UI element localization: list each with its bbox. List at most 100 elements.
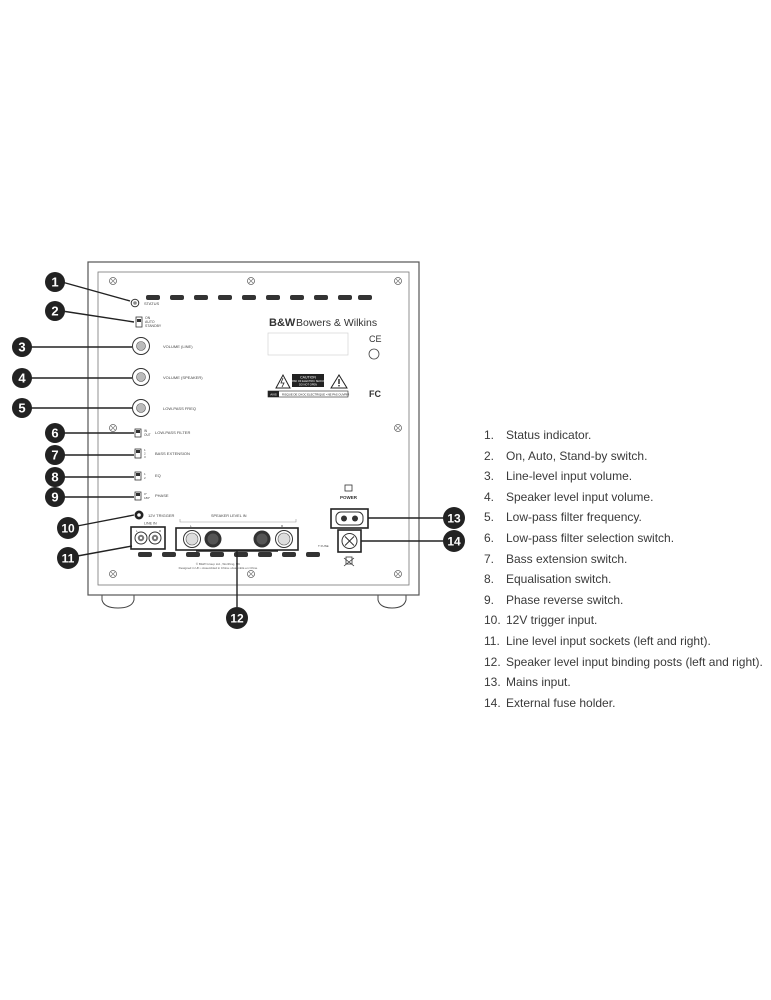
svg-text:1: 1: [144, 448, 146, 452]
trigger-jack[interactable]: [134, 510, 144, 520]
serial-label-area: [267, 332, 349, 356]
line-in-label: LINE IN: [144, 522, 157, 526]
svg-text:9: 9: [51, 490, 58, 505]
svg-text:IN: IN: [144, 429, 148, 433]
svg-text:5: 5: [18, 401, 25, 416]
callout-6: 6: [45, 423, 65, 443]
weee-bin-icon: [343, 556, 355, 567]
svg-text:12: 12: [230, 612, 244, 626]
caution-warning: CAUTION RISK OF ELECTRIC SHOCK DO NOT OP…: [267, 373, 349, 398]
legend-item: 2.On, Auto, Stand-by switch.: [484, 448, 648, 463]
right-foot: [377, 594, 407, 609]
line-in-right-socket[interactable]: [148, 531, 162, 545]
callout-4: 4: [12, 368, 32, 388]
screw-crosses: [110, 278, 401, 577]
legend-item: 4.Speaker level input volume.: [484, 489, 654, 504]
speaker-left-negative-post[interactable]: [204, 530, 222, 548]
svg-text:R: R: [281, 524, 284, 528]
lowpass-freq-knob[interactable]: [132, 399, 150, 417]
callout-10: 10: [57, 517, 79, 539]
callout-3: 3: [12, 337, 32, 357]
left-foot: [101, 594, 135, 609]
speaker-right-negative-post[interactable]: [253, 530, 271, 548]
svg-text:DO NOT OPEN: DO NOT OPEN: [299, 383, 317, 387]
power-label: POWER: [340, 495, 358, 500]
footer-line-2: Designed in UK • Assembled in China • As…: [179, 566, 258, 570]
svg-text:2: 2: [51, 304, 58, 319]
callout-5: 5: [12, 398, 32, 418]
lowpass-filter-label: LOW-PASS FILTER: [155, 430, 190, 435]
callout-8: 8: [45, 467, 65, 487]
speaker-left-positive-post[interactable]: [183, 530, 201, 548]
legend-item: 7.Bass extension switch.: [484, 551, 628, 566]
legend-item: 6.Low-pass filter selection switch.: [484, 530, 675, 545]
amplifier-plate: [97, 271, 410, 586]
switch-label-auto: AUTO: [145, 320, 155, 324]
svg-text:1: 1: [51, 275, 58, 290]
legend-item: 10.12V trigger input.: [484, 613, 598, 628]
csa-mark-icon: [368, 348, 380, 360]
ce-mark: CE: [369, 334, 382, 344]
features-legend: 1.Status indicator. 2.On, Auto, Stand-by…: [484, 425, 763, 713]
callout-11: 11: [57, 547, 79, 569]
callout-1: 1: [45, 272, 65, 292]
svg-text:2: 2: [144, 476, 146, 480]
svg-text:6: 6: [51, 426, 58, 441]
switch-label-on: ON: [145, 316, 151, 320]
speaker-level-label: SPEAKER LEVEL IN: [211, 514, 247, 518]
legend-item: 14.External fuse holder.: [484, 695, 616, 710]
volume-line-knob[interactable]: [132, 337, 150, 355]
callout-7: 7: [45, 445, 65, 465]
callout-12: 12: [226, 607, 248, 629]
volume-speaker-knob[interactable]: [132, 368, 150, 386]
legend-item: 1.Status indicator.: [484, 428, 592, 442]
callout-2: 2: [45, 301, 65, 321]
line-in-box: [130, 526, 166, 550]
svg-text:CAUTION: CAUTION: [300, 376, 316, 380]
mains-inlet[interactable]: [335, 511, 364, 526]
volume-speaker-label: VOLUME (SPEAKER): [163, 375, 203, 380]
power-symbol-icon: [344, 484, 353, 492]
svg-text:AVIS: AVIS: [270, 393, 277, 397]
callout-13: 13: [443, 507, 465, 529]
svg-text:OUT: OUT: [144, 433, 151, 437]
phase-switch[interactable]: [134, 491, 142, 501]
legend-item: 9.Phase reverse switch.: [484, 592, 624, 607]
callout-9: 9: [45, 487, 65, 507]
svg-text:R: R: [159, 529, 162, 533]
svg-text:10: 10: [61, 522, 75, 536]
svg-text:11: 11: [62, 552, 75, 566]
svg-text:8: 8: [51, 470, 58, 485]
fcc-mark: FC: [369, 389, 381, 399]
svg-text:3: 3: [144, 455, 146, 459]
svg-text:13: 13: [447, 512, 461, 526]
legend-item: 13.Mains input.: [484, 675, 571, 690]
svg-text:RISK OF ELECTRIC SHOCK: RISK OF ELECTRIC SHOCK: [291, 379, 325, 383]
line-in-left-socket[interactable]: [134, 531, 148, 545]
svg-text:1: 1: [144, 472, 146, 476]
fuse-label: T FUSE: [318, 544, 329, 548]
svg-text:7: 7: [51, 448, 58, 463]
trigger-label: 12V TRIGGER: [148, 513, 174, 518]
svg-text:180°: 180°: [144, 496, 151, 500]
lowpass-filter-switch[interactable]: [134, 428, 142, 438]
eq-switch[interactable]: [134, 471, 142, 481]
speaker-right-positive-post[interactable]: [275, 530, 293, 548]
brand-name: Bowers & Wilkins: [296, 317, 377, 329]
volume-line-label: VOLUME (LINE): [163, 344, 193, 349]
callout-14: 14: [443, 530, 465, 552]
fuse-holder[interactable]: [341, 533, 358, 549]
svg-text:0°: 0°: [144, 492, 148, 496]
status-label: STATUS: [144, 301, 160, 306]
svg-text:14: 14: [447, 535, 461, 549]
lightning-warning-icon: [275, 373, 291, 389]
bottom-vents: [138, 552, 320, 557]
callout-leader-lines: [28, 281, 445, 607]
bass-extension-switch[interactable]: [134, 448, 142, 459]
svg-text:L: L: [136, 529, 138, 533]
legend-item: 3.Line-level input volume.: [484, 469, 633, 484]
legend-item: 11.Line level input sockets (left and ri…: [484, 633, 711, 648]
speaker-level-box: [175, 527, 299, 551]
brand-logo: B&W: [269, 317, 296, 329]
